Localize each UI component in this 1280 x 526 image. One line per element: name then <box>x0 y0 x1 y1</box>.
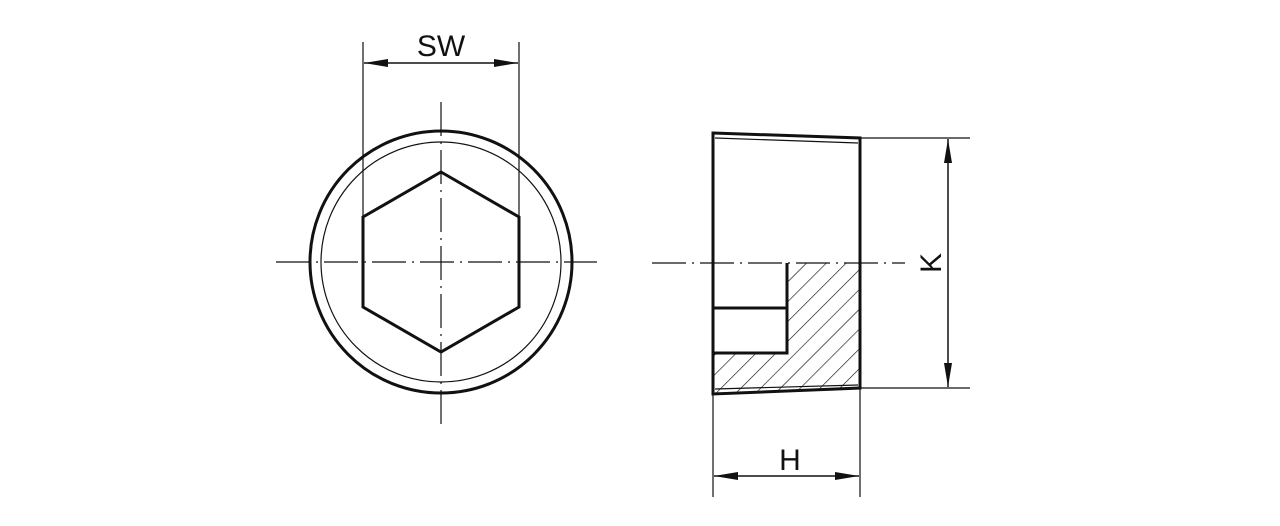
front-view: SW <box>276 30 597 427</box>
thread-line-bottom <box>714 384 859 390</box>
thread-line-top <box>714 137 859 144</box>
hatched-section <box>713 263 860 394</box>
k-label: K <box>915 253 948 273</box>
sw-label: SW <box>417 30 466 63</box>
h-label: H <box>779 444 801 477</box>
side-view: K H <box>652 131 970 497</box>
socket-profile <box>713 263 789 355</box>
